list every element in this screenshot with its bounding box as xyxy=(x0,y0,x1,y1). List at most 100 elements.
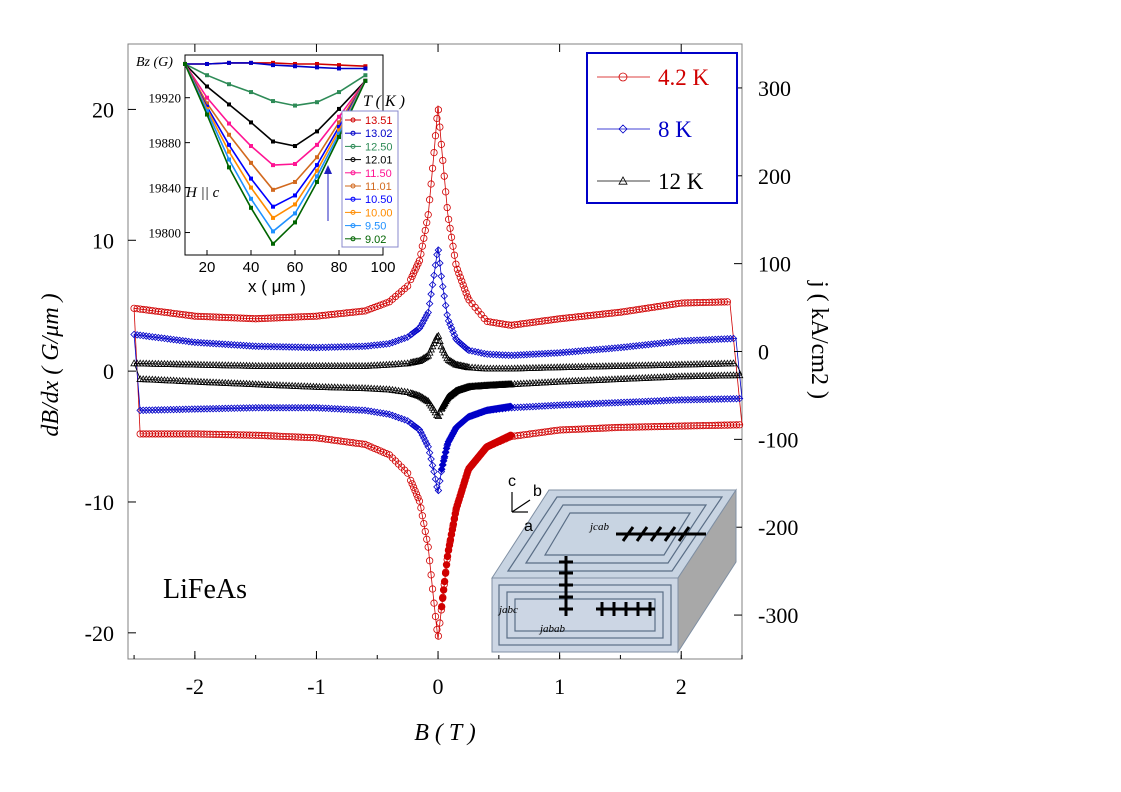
crystal-front-face xyxy=(491,577,679,653)
data-point xyxy=(285,343,293,351)
data-point xyxy=(327,343,336,351)
data-point xyxy=(678,337,686,345)
data-point xyxy=(218,340,226,348)
data-point xyxy=(191,338,199,347)
data-point xyxy=(732,394,741,403)
branch-end-left xyxy=(133,334,141,411)
data-point xyxy=(711,395,720,403)
inset-series-9-50 xyxy=(183,61,368,234)
data-point xyxy=(203,405,211,413)
data-point xyxy=(671,337,680,346)
data-point-filled xyxy=(443,552,452,561)
data-point xyxy=(446,224,454,232)
data-point xyxy=(188,405,196,413)
data-point xyxy=(163,405,172,414)
data-point xyxy=(233,404,242,412)
data-point xyxy=(367,305,375,313)
data-point xyxy=(605,344,613,353)
data-point xyxy=(242,404,251,412)
data-point xyxy=(708,335,716,344)
data-point xyxy=(215,404,223,413)
data-point xyxy=(188,338,196,346)
data-point xyxy=(465,346,473,355)
data-point xyxy=(495,351,504,359)
inset-legend-marker xyxy=(350,196,356,202)
data-point xyxy=(705,395,713,404)
data-point xyxy=(583,400,592,408)
data-point xyxy=(492,350,501,359)
current-label-side: jabc xyxy=(497,604,518,616)
data-point xyxy=(139,331,147,340)
data-point xyxy=(427,180,435,188)
data-point xyxy=(436,259,444,267)
legend-marker xyxy=(618,124,628,134)
data-point xyxy=(424,308,432,317)
data-point xyxy=(333,405,342,413)
data-point xyxy=(656,339,665,348)
data-point xyxy=(300,404,309,412)
data-point xyxy=(687,395,695,404)
inset-legend-marker xyxy=(350,236,356,242)
data-point xyxy=(355,406,363,414)
data-point xyxy=(388,338,397,347)
inset-point xyxy=(315,129,319,134)
data-point xyxy=(224,340,233,349)
data-point xyxy=(420,434,428,442)
data-point xyxy=(442,188,450,196)
data-point xyxy=(421,314,430,322)
inset-x-tick-label: 100 xyxy=(370,259,395,276)
data-point-filled xyxy=(438,594,447,602)
data-point xyxy=(294,404,302,412)
inset-point xyxy=(337,66,341,71)
data-point xyxy=(178,337,187,345)
data-point xyxy=(526,350,534,359)
y-right-tick-label: 300 xyxy=(758,76,791,101)
data-point xyxy=(449,358,457,366)
data-point xyxy=(445,215,453,223)
inset-point xyxy=(227,102,231,107)
data-point xyxy=(421,527,429,536)
inset-legend-label: 10.50 xyxy=(365,194,393,206)
data-point xyxy=(270,404,278,412)
x-axis-label: B ( T ) xyxy=(414,720,476,746)
data-point xyxy=(443,203,451,212)
series-8-K xyxy=(130,246,744,495)
data-point xyxy=(650,340,659,348)
data-point xyxy=(659,396,668,405)
data-point xyxy=(690,336,698,345)
inset-point xyxy=(249,60,253,65)
inset-point xyxy=(249,120,253,125)
data-point xyxy=(236,341,245,350)
data-point xyxy=(376,409,385,417)
data-point xyxy=(415,497,424,505)
data-point xyxy=(181,337,190,345)
data-point xyxy=(294,343,302,351)
data-point xyxy=(273,342,281,351)
profile-tick xyxy=(677,526,691,542)
crystal-axes-icon xyxy=(511,492,531,513)
inset-point xyxy=(249,160,253,165)
data-point xyxy=(270,342,278,351)
data-point xyxy=(529,402,537,411)
data-point xyxy=(200,405,208,413)
data-point xyxy=(303,404,312,412)
y-right-tick-label: -200 xyxy=(758,515,798,540)
inset-point xyxy=(271,163,275,168)
inset-point xyxy=(337,135,341,140)
data-point xyxy=(441,301,450,310)
data-point xyxy=(191,405,199,413)
data-point xyxy=(330,404,339,413)
data-point xyxy=(662,396,671,405)
data-point xyxy=(437,272,446,281)
data-point xyxy=(433,114,441,123)
data-point xyxy=(236,404,245,412)
data-point xyxy=(641,341,650,349)
data-point xyxy=(157,406,166,414)
data-point xyxy=(449,327,457,336)
data-point xyxy=(166,405,175,414)
data-point xyxy=(428,281,437,289)
data-point xyxy=(417,250,425,258)
data-point xyxy=(315,343,324,352)
data-point xyxy=(516,351,525,359)
data-point xyxy=(163,335,172,343)
